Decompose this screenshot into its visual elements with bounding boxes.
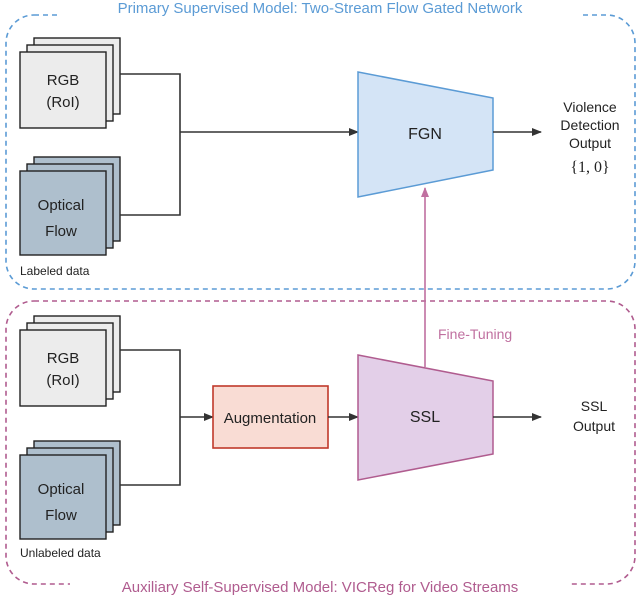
primary-rgb-label-line2: (RoI) bbox=[46, 94, 79, 111]
primary-flow-stack: Optical Flow bbox=[19, 156, 121, 256]
fgn-output-line1: Violence bbox=[563, 99, 617, 115]
ssl-output-line2: Output bbox=[573, 418, 615, 434]
primary-region-border bbox=[5, 14, 636, 290]
augmentation-box bbox=[212, 385, 329, 449]
fgn-output-line3: Output bbox=[569, 135, 611, 151]
auxiliary-rgb-label-line2: (RoI) bbox=[46, 372, 79, 389]
auxiliary-rgb-label-line1: RGB bbox=[47, 350, 80, 367]
primary-flow-label-line2: Flow bbox=[45, 223, 77, 240]
auxiliary-flow-stack: Optical Flow bbox=[19, 440, 121, 540]
fine-tuning-label: Fine-Tuning bbox=[438, 326, 512, 342]
fgn-output-line4: {1, 0} bbox=[570, 159, 609, 176]
primary-rgb-label-line1: RGB bbox=[47, 72, 80, 89]
auxiliary-rgb-stack: RGB (RoI) bbox=[19, 315, 121, 407]
auxiliary-flow-label-line1: Optical bbox=[38, 481, 85, 498]
augmentation-label: Augmentation bbox=[224, 410, 317, 427]
ssl-label: SSL bbox=[410, 409, 440, 426]
ssl-block bbox=[357, 354, 494, 481]
primary-data-caption: Labeled data bbox=[20, 264, 90, 278]
primary-flow-label-line1: Optical bbox=[38, 197, 85, 214]
primary-region-title: Primary Supervised Model: Two-Stream Flo… bbox=[118, 0, 523, 17]
fgn-output-line2: Detection bbox=[560, 117, 619, 133]
auxiliary-data-caption: Unlabeled data bbox=[20, 546, 101, 560]
auxiliary-rgb-connector bbox=[120, 349, 181, 486]
auxiliary-flow-label-line2: Flow bbox=[45, 507, 77, 524]
fgn-label: FGN bbox=[408, 126, 442, 143]
primary-rgb-connector bbox=[120, 73, 181, 216]
auxiliary-region-title: Auxiliary Self-Supervised Model: VICReg … bbox=[122, 579, 519, 596]
fgn-block bbox=[357, 71, 494, 198]
ssl-output-line1: SSL bbox=[581, 398, 608, 414]
primary-rgb-stack: RGB (RoI) bbox=[19, 37, 121, 129]
